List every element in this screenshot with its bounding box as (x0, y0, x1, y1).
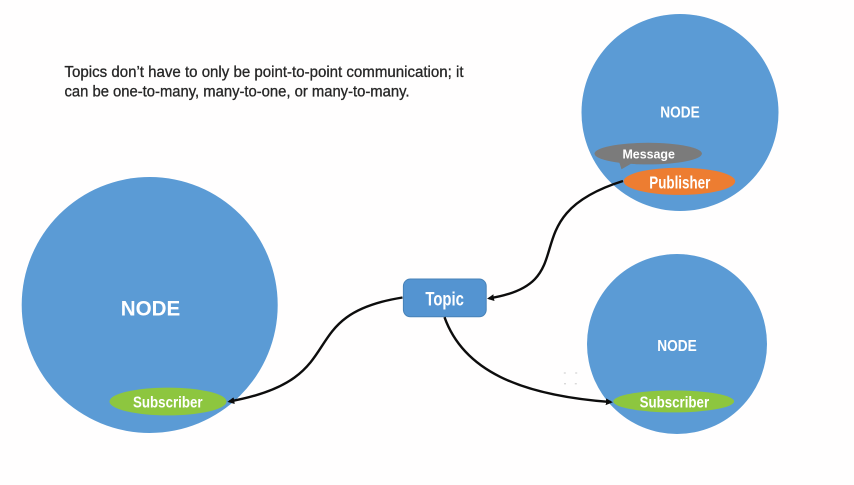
svg-text:NODE: NODE (657, 338, 697, 355)
svg-text:NODE: NODE (121, 297, 181, 321)
svg-text:NODE: NODE (660, 104, 700, 121)
svg-text:can be one-to-many, many-to-on: can be one-to-many, many-to-one, or many… (65, 83, 410, 100)
svg-text:Publisher: Publisher (649, 172, 710, 192)
svg-text:Message: Message (622, 147, 675, 162)
svg-text:Subscriber: Subscriber (640, 394, 710, 411)
svg-text:Topics don’t have to only be p: Topics don’t have to only be point-to-po… (65, 64, 465, 81)
svg-text:Topic: Topic (425, 290, 464, 311)
svg-text:Subscriber: Subscriber (133, 394, 203, 411)
